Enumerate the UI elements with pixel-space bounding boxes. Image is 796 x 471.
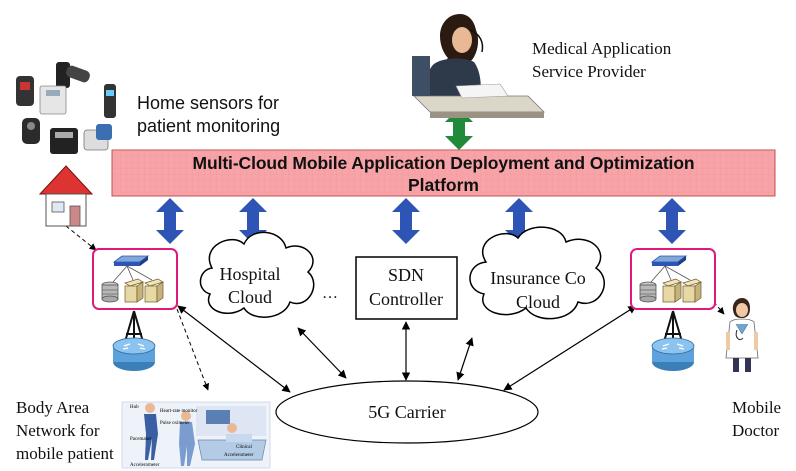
- provider-person-icon: [412, 14, 545, 118]
- insurance-cloud: [469, 226, 605, 320]
- home-sensors-label-line1: Home sensors for: [137, 93, 280, 113]
- sdn-controller-box: [355, 256, 458, 320]
- house-icon: [38, 165, 94, 227]
- svg-text:Accelerometer: Accelerometer: [224, 453, 254, 458]
- link-insurance-carrier: [456, 337, 474, 381]
- sdn-controller-label-2: Controller: [369, 289, 443, 309]
- database-icon: [101, 281, 119, 303]
- ellipsis-label: …: [322, 285, 338, 302]
- ban-label-line1: Body Area: [16, 398, 90, 417]
- sdn-controller-label-1: SDN: [388, 265, 424, 285]
- left-edge-cluster: [92, 248, 178, 310]
- platform-title-line2: Platform: [408, 175, 479, 195]
- right-router-icon: [651, 337, 695, 371]
- platform-title-line1: Multi-Cloud Mobile Application Deploymen…: [192, 153, 695, 173]
- link-left-edge-carrier: [177, 305, 291, 393]
- dashed-links: [65, 225, 725, 391]
- svg-text:Clinical: Clinical: [236, 445, 252, 450]
- link-hospital-carrier: [297, 327, 347, 379]
- server-icon: [124, 278, 144, 303]
- server-icon: [662, 278, 682, 303]
- provider-label-line2: Service Provider: [532, 62, 646, 81]
- provider-label-line1: Medical Application: [532, 39, 672, 58]
- insurance-cloud-label-1: Insurance Co: [490, 268, 585, 288]
- switch-icon: [112, 255, 150, 266]
- ban-label-line3: mobile patient: [16, 444, 114, 463]
- doctor-label-line1: Mobile: [732, 398, 782, 417]
- blue-arrow-home-edge: [156, 198, 184, 244]
- ban-label-line2: Network for: [16, 421, 100, 440]
- left-router-icon: [112, 337, 156, 371]
- carrier-ellipse: [275, 380, 539, 444]
- doctor-icon: [725, 298, 759, 372]
- provider-platform-arrow: [445, 108, 473, 150]
- right-edge-cluster: [630, 248, 716, 310]
- server-icon: [144, 278, 164, 303]
- svg-text:Heart-rate monitor: Heart-rate monitor: [160, 409, 198, 414]
- doctor-label-line2: Doctor: [732, 421, 780, 440]
- dashed-house-edge: [65, 225, 97, 251]
- svg-text:Pulse oximeter: Pulse oximeter: [160, 421, 190, 426]
- body-area-network-image: Hub Heart-rate monitor Pulse oximeter Pa…: [121, 401, 271, 469]
- dashed-edge-doctor: [699, 285, 725, 315]
- hospital-cloud-label-1: Hospital: [220, 264, 281, 284]
- home-sensor-devices-icon: [16, 62, 116, 154]
- database-icon: [639, 281, 657, 303]
- svg-text:Hub: Hub: [130, 405, 139, 410]
- home-sensors-label-line2: patient monitoring: [137, 116, 281, 136]
- platform-bar: [111, 149, 776, 197]
- carrier-label: 5G Carrier: [368, 402, 445, 422]
- blue-arrow-doctor-edge: [658, 198, 686, 244]
- link-right-edge-carrier: [503, 305, 637, 391]
- blue-arrow-sdn: [392, 198, 420, 244]
- insurance-cloud-label-2: Cloud: [516, 292, 560, 312]
- server-icon: [682, 278, 702, 303]
- switch-icon: [650, 255, 688, 266]
- blue-arrows: [156, 198, 686, 244]
- dashed-edge-ban: [170, 295, 210, 391]
- hospital-cloud-label-2: Cloud: [228, 287, 272, 307]
- svg-text:Accelerometer: Accelerometer: [130, 463, 160, 468]
- svg-text:Pacemaker: Pacemaker: [130, 437, 152, 442]
